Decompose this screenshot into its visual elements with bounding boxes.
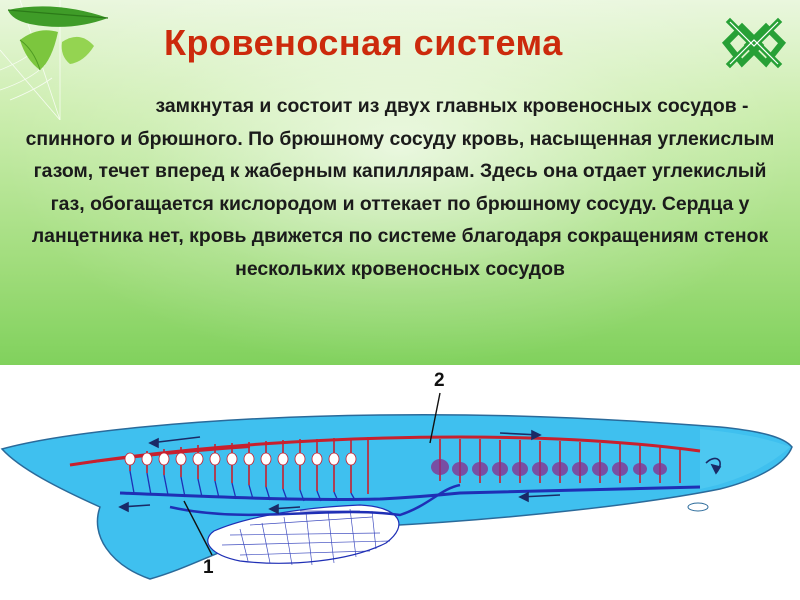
leader-line-1 <box>183 500 213 556</box>
leaves-decoration <box>0 0 109 120</box>
lancelet-illustration <box>0 392 793 580</box>
subintestinal-vessel <box>169 483 461 517</box>
flow-arrows <box>118 429 722 515</box>
knot-logo <box>721 17 787 69</box>
slide-title: Кровеносная система <box>164 22 563 63</box>
background-glow <box>0 0 800 370</box>
gill-capillaries <box>124 437 681 502</box>
leader-line-2 <box>429 392 441 444</box>
liver-outgrowth <box>207 504 400 566</box>
label-dorsal-vessel: 2 <box>434 370 445 391</box>
slide-body: замкнутая и состоит из двух главных кров… <box>14 90 786 285</box>
label-ventral-vessel: 1 <box>203 557 214 578</box>
body-text: замкнутая и состоит из двух главных кров… <box>25 95 775 280</box>
circulatory-diagram: 2 1 <box>0 365 800 600</box>
dorsal-vessel <box>69 435 701 467</box>
anus-marker <box>687 502 709 512</box>
